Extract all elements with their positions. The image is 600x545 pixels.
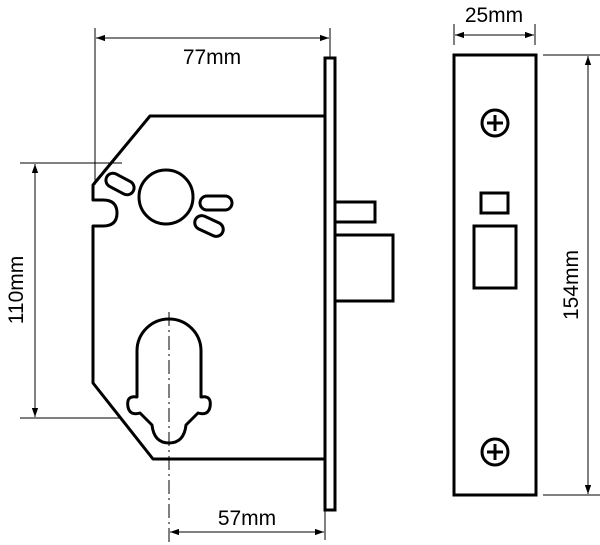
latch-opening [479, 191, 510, 215]
fixing-slot [198, 194, 234, 212]
deadbolt-opening [472, 224, 518, 290]
fixing-slot [193, 214, 225, 238]
follower-hole [137, 168, 195, 226]
latch-bolt [333, 200, 377, 224]
screw-icon [480, 437, 510, 467]
dimension-label-110mm: 110mm [5, 256, 28, 324]
dead-bolt [333, 233, 395, 303]
lock-case [91, 114, 327, 461]
faceplate [452, 53, 538, 497]
euro-cylinder-cutout [126, 317, 212, 445]
dimension-label-154mm: 154mm [560, 250, 583, 320]
screw-icon [480, 108, 510, 138]
fixing-slot [104, 171, 136, 197]
dimension-label-25mm: 25mm [465, 4, 523, 27]
dimension-label-57mm: 57mm [218, 507, 276, 530]
dimension-label-77mm: 77mm [183, 46, 241, 69]
